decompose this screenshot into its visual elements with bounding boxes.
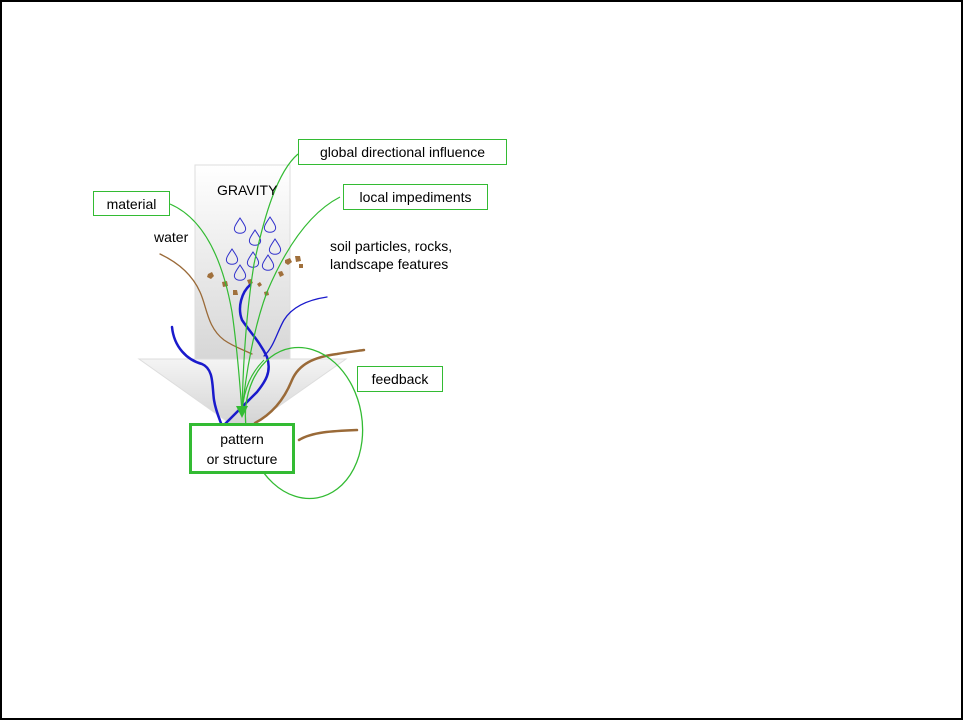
global-directional-influence-box: global directional influence	[298, 139, 507, 165]
gravity-label: GRAVITY	[217, 182, 278, 198]
soil-label-line1: soil particles, rocks,	[330, 238, 453, 254]
soil-label-line2: landscape features	[330, 256, 449, 272]
connector-lines	[169, 153, 341, 418]
local-impediments-box: local impediments	[343, 184, 488, 210]
structure-label: or structure	[206, 450, 278, 467]
feedback-box: feedback	[357, 366, 443, 392]
pattern-structure-box: pattern or structure	[189, 423, 295, 474]
water-lines	[170, 283, 328, 428]
soil-lines	[159, 253, 366, 442]
material-box: material	[93, 191, 170, 216]
pattern-label: pattern	[220, 430, 264, 447]
water-label: water	[154, 229, 189, 245]
water-droplets	[225, 216, 282, 281]
